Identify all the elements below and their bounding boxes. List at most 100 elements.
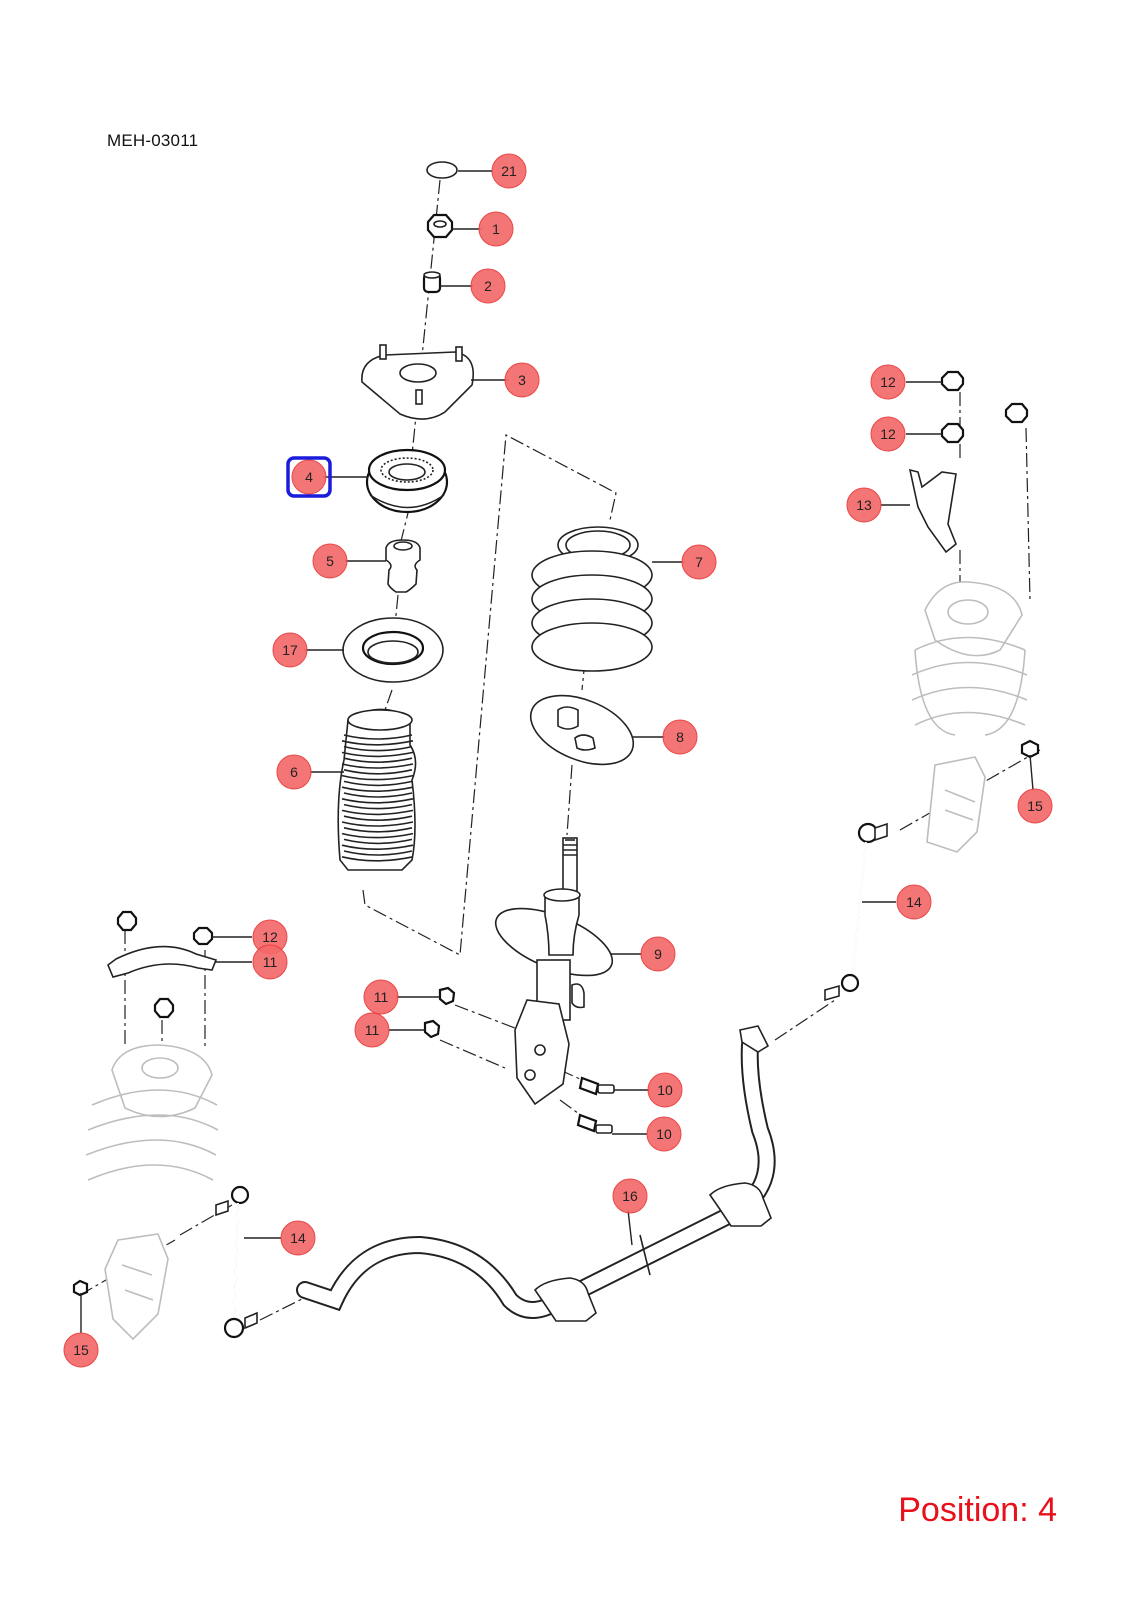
callout-label: 12 bbox=[880, 426, 896, 442]
callout-label: 11 bbox=[263, 954, 278, 970]
position-label: Position: 4 bbox=[898, 1491, 1057, 1529]
part-strut-bearing bbox=[365, 448, 449, 514]
callout-label: 14 bbox=[290, 1230, 306, 1246]
callout-circle bbox=[504, 362, 540, 398]
right-stabilizer-link bbox=[824, 822, 888, 1002]
callout-c14a[interactable]: 14 bbox=[896, 884, 932, 920]
callout-label: 3 bbox=[518, 372, 526, 388]
callout-c12b[interactable]: 12 bbox=[870, 416, 906, 452]
callout-circle bbox=[612, 1178, 648, 1214]
callout-c12a[interactable]: 12 bbox=[870, 364, 906, 400]
callout-circle bbox=[647, 1072, 683, 1108]
callout-markers: 2112345176789111110101212131514121114151… bbox=[63, 153, 1053, 1368]
left-top-parts bbox=[72, 910, 218, 1297]
callout-c17[interactable]: 17 bbox=[272, 632, 308, 668]
left-strut-assembly bbox=[85, 1044, 219, 1341]
callout-circle bbox=[896, 884, 932, 920]
callout-circle bbox=[312, 543, 348, 579]
callout-label: 10 bbox=[657, 1082, 673, 1098]
part-nut-top bbox=[426, 213, 454, 239]
callout-label: 16 bbox=[622, 1188, 638, 1204]
part-lower-spring-seat bbox=[529, 694, 635, 766]
callout-c1[interactable]: 1 bbox=[478, 211, 514, 247]
callout-circle bbox=[354, 1012, 390, 1048]
part-dust-boot bbox=[337, 708, 417, 871]
callout-label: 2 bbox=[484, 278, 492, 294]
callout-c12c[interactable]: 12 bbox=[252, 919, 288, 955]
part-knuckle-nuts bbox=[423, 986, 456, 1039]
callout-c15a[interactable]: 15 bbox=[1017, 788, 1053, 824]
callout-label: 21 bbox=[501, 163, 517, 179]
callout-label: 11 bbox=[374, 989, 389, 1005]
callout-label: 7 bbox=[695, 554, 703, 570]
part-shock-absorber-strut bbox=[494, 837, 614, 1106]
callout-circle bbox=[681, 544, 717, 580]
callout-circle bbox=[1017, 788, 1053, 824]
callout-circle bbox=[662, 719, 698, 755]
callout-circle bbox=[272, 632, 308, 668]
callout-label: 12 bbox=[262, 929, 278, 945]
callout-c9[interactable]: 9 bbox=[640, 936, 676, 972]
part-coil-spring bbox=[531, 526, 653, 672]
callout-c14b[interactable]: 14 bbox=[280, 1220, 316, 1256]
callout-c2[interactable]: 2 bbox=[470, 268, 506, 304]
callout-circle bbox=[646, 1116, 682, 1152]
callout-label: 5 bbox=[326, 553, 334, 569]
right-top-nuts bbox=[940, 370, 1029, 444]
callout-circle bbox=[870, 416, 906, 452]
callout-label: 13 bbox=[856, 497, 872, 513]
callout-circle bbox=[252, 944, 288, 980]
right-link-nut bbox=[1020, 739, 1040, 759]
callout-c21[interactable]: 21 bbox=[491, 153, 527, 189]
leader-lines bbox=[80, 170, 1034, 1333]
callout-label: 8 bbox=[676, 729, 684, 745]
callout-c5[interactable]: 5 bbox=[312, 543, 348, 579]
left-stabilizer-link bbox=[215, 1185, 258, 1339]
callout-label: 17 bbox=[282, 642, 298, 658]
callout-c16[interactable]: 16 bbox=[612, 1178, 648, 1214]
part-stabilizer-bar bbox=[296, 1025, 776, 1322]
callout-c11b[interactable]: 11 bbox=[354, 1012, 390, 1048]
callout-circle bbox=[478, 211, 514, 247]
callout-c10b[interactable]: 10 bbox=[646, 1116, 682, 1152]
callout-circle bbox=[640, 936, 676, 972]
diagram-code: MEH-03011 bbox=[107, 131, 199, 150]
callout-circle bbox=[870, 364, 906, 400]
callout-c10a[interactable]: 10 bbox=[647, 1072, 683, 1108]
callout-circle bbox=[491, 153, 527, 189]
callout-c11c[interactable]: 11 bbox=[252, 944, 288, 980]
callout-circle bbox=[846, 487, 882, 523]
part-strut-mount bbox=[361, 344, 474, 420]
callout-circle bbox=[363, 979, 399, 1015]
right-bracket bbox=[908, 468, 957, 554]
callout-circle bbox=[280, 1220, 316, 1256]
callout-c4[interactable]: 4 bbox=[286, 456, 332, 498]
callout-circle bbox=[276, 754, 312, 790]
callout-label: 15 bbox=[1027, 798, 1043, 814]
callout-label: 1 bbox=[492, 221, 500, 237]
callout-label: 4 bbox=[305, 469, 313, 485]
callout-circle bbox=[291, 459, 327, 495]
part-spring-seat bbox=[342, 617, 444, 683]
highlight-box bbox=[286, 456, 332, 498]
callout-label: 10 bbox=[656, 1126, 672, 1142]
callout-label: 15 bbox=[73, 1342, 89, 1358]
callout-c7[interactable]: 7 bbox=[681, 544, 717, 580]
part-bushing bbox=[422, 271, 442, 294]
callout-label: 6 bbox=[290, 764, 298, 780]
callout-label: 12 bbox=[880, 374, 896, 390]
callout-c11a[interactable]: 11 bbox=[363, 979, 399, 1015]
callout-c13[interactable]: 13 bbox=[846, 487, 882, 523]
callout-circle bbox=[63, 1332, 99, 1368]
callout-circle bbox=[470, 268, 506, 304]
part-cap bbox=[426, 161, 458, 179]
callout-label: 9 bbox=[654, 946, 662, 962]
part-knuckle-bolts bbox=[576, 1076, 615, 1134]
callout-c6[interactable]: 6 bbox=[276, 754, 312, 790]
callout-c15b[interactable]: 15 bbox=[63, 1332, 99, 1368]
callout-c8[interactable]: 8 bbox=[662, 719, 698, 755]
callout-c3[interactable]: 3 bbox=[504, 362, 540, 398]
part-bump-stop bbox=[385, 539, 421, 593]
